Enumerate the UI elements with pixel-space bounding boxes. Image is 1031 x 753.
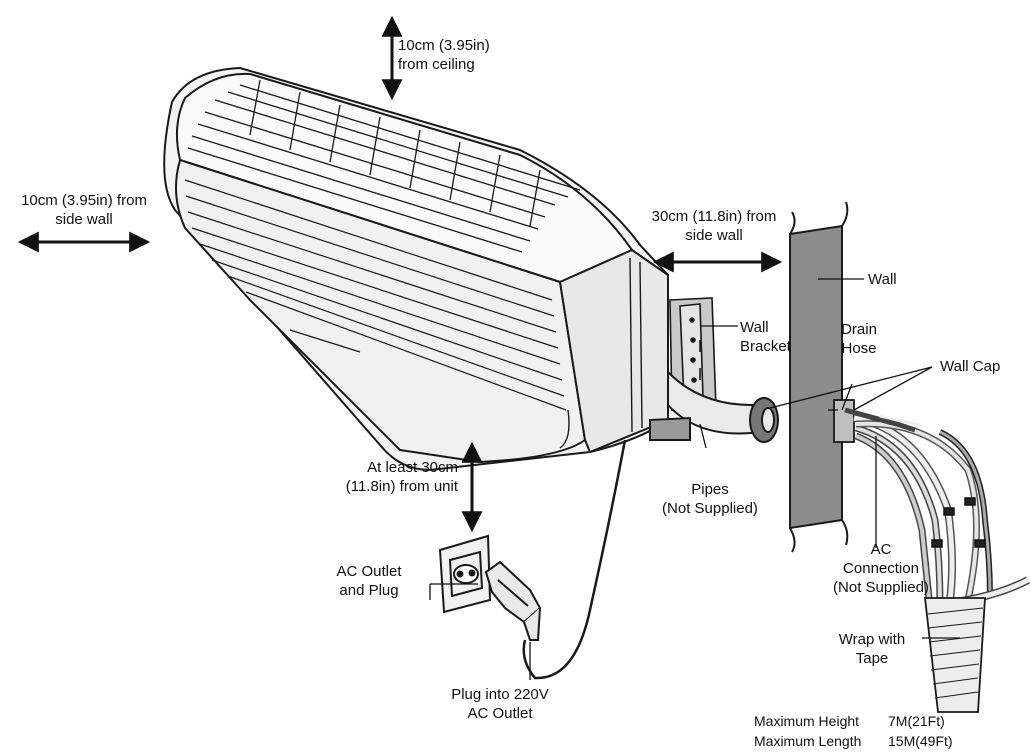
max-height-spec: Maximum Height 7M(21Ft) <box>754 712 945 730</box>
right-sidewall-line2: side wall <box>685 227 743 244</box>
pipes-line2: (Not Supplied) <box>662 500 758 517</box>
max-height-value: 7M(21Ft) <box>888 713 945 729</box>
unit-clearance-line1: At least 30cm <box>367 459 458 476</box>
tape-wrap <box>923 597 986 713</box>
left-sidewall-line2: side wall <box>55 211 113 228</box>
ceiling-clearance-line2: from ceiling <box>398 56 475 73</box>
wall <box>789 201 855 553</box>
ac-connection-label: AC Connection (Not Supplied) <box>816 540 946 597</box>
pipes-line1: Pipes <box>691 481 729 498</box>
wrap-tape-line2: Tape <box>855 650 889 667</box>
ac-connection-line3: (Not Supplied) <box>833 579 929 596</box>
max-length-value: 15M(49Ft) <box>888 733 953 749</box>
wall-bracket-line1: Wall <box>740 319 769 336</box>
ceiling-clearance-line1: 10cm (3.95in) <box>398 37 490 54</box>
drain-hose-label: Drain Hose <box>834 320 884 358</box>
unit-clearance-label: At least 30cm (11.8in) from unit <box>300 458 458 496</box>
max-height-label: Maximum Height <box>754 713 860 729</box>
plug-instruction-line1: Plug into 220V <box>451 686 549 703</box>
left-sidewall-clearance-label: 10cm (3.95in) from side wall <box>4 191 164 229</box>
ceiling-clearance-label: 10cm (3.95in) from ceiling <box>398 36 490 74</box>
right-sidewall-line1: 30cm (11.8in) from <box>651 208 777 225</box>
leader-lines <box>429 278 960 680</box>
pipes-label: Pipes (Not Supplied) <box>648 480 772 518</box>
ac-outlet-line2: and Plug <box>339 582 399 599</box>
max-length-spec: Maximum Length 15M(49Ft) <box>754 732 953 750</box>
left-sidewall-line1: 10cm (3.95in) from <box>21 192 147 209</box>
ac-outlet-line1: AC Outlet <box>336 563 402 580</box>
ac-connection-line2: Connection <box>843 560 919 577</box>
unit-clearance-line2: (11.8in) from unit <box>345 478 458 495</box>
plug-instruction-label: Plug into 220V AC Outlet <box>440 685 560 723</box>
wall-cap-label: Wall Cap <box>940 358 1001 375</box>
clearance-arrows <box>17 15 783 533</box>
drain-hose-line1: Drain <box>841 321 877 338</box>
wall-label: Wall <box>868 271 897 288</box>
indoor-unit <box>163 67 669 471</box>
ac-connection-line1: AC <box>870 541 892 558</box>
plug-instruction-line2: AC Outlet <box>467 705 533 722</box>
ac-outlet-label: AC Outlet and Plug <box>322 562 416 600</box>
power-cord <box>522 439 627 680</box>
plug <box>484 560 542 641</box>
drain-hose-line2: Hose <box>841 340 877 357</box>
ac-outlet <box>438 534 492 614</box>
wall-bracket-label: Wall Bracket <box>740 318 791 356</box>
wrap-tape-label: Wrap with Tape <box>822 630 922 668</box>
right-sidewall-clearance-label: 30cm (11.8in) from side wall <box>632 207 796 245</box>
max-length-label: Maximum Length <box>754 733 862 749</box>
pipe-bundle <box>649 369 779 443</box>
outdoor-hoses <box>844 407 1030 609</box>
wrap-tape-line1: Wrap with <box>838 631 906 648</box>
wall-bracket-line2: Bracket <box>740 338 791 355</box>
